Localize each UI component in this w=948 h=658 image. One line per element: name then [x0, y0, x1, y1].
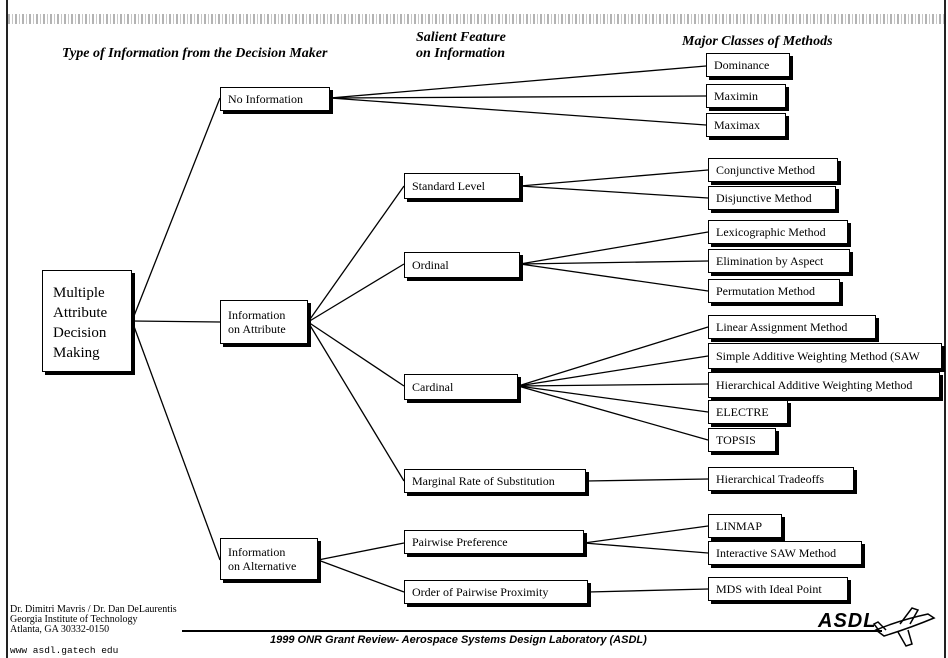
method-simple-additive-weighting: Simple Additive Weighting Method (SAW: [708, 343, 942, 369]
method-lexicographic: Lexicographic Method: [708, 220, 848, 244]
edge-cardinal-electre: [517, 385, 709, 413]
method-mds-ideal-point: MDS with Ideal Point: [708, 577, 848, 601]
method-linear-assignment: Linear Assignment Method: [708, 315, 876, 339]
node-pairwise-preference: Pairwise Preference: [404, 530, 584, 554]
node-standard-level: Standard Level: [404, 173, 520, 199]
footer-rule: [182, 630, 882, 632]
footer-website: www asdl.gatech edu: [10, 645, 119, 656]
edge-standard-disjunctive: [519, 185, 709, 199]
method-hierarchical-additive-weighting: Hierarchical Additive Weighting Method: [708, 372, 940, 398]
method-linmap: LINMAP: [708, 514, 782, 538]
edge-cardinal-saw: [517, 355, 709, 387]
header-type-of-information: Type of Information from the Decision Ma…: [62, 46, 328, 61]
edge-root-attr: [131, 320, 221, 323]
node-marginal-rate: Marginal Rate of Substitution: [404, 469, 586, 493]
header-salient-feature: Salient Feature on Information: [416, 30, 506, 61]
method-electre: ELECTRE: [708, 400, 788, 424]
method-hierarchical-tradeoffs: Hierarchical Tradeoffs: [708, 467, 854, 491]
airplane-logo-icon: [872, 607, 936, 647]
edge-attr-marginal: [307, 321, 405, 482]
edge-cardinal-topsis: [517, 385, 709, 441]
edge-ordinal-lex: [519, 231, 709, 265]
edge-cardinal-hsaw: [517, 383, 709, 387]
root-mcdm-box: Multiple Attribute Decision Making: [42, 270, 132, 372]
node-cardinal: Cardinal: [404, 374, 518, 400]
method-interactive-saw: Interactive SAW Method: [708, 541, 862, 565]
edge-cardinal-linear: [517, 326, 709, 387]
edge-proximity-mds: [587, 588, 709, 593]
edge-attr-cardinal: [307, 321, 405, 387]
edge-noinfo-dominance: [329, 65, 707, 99]
method-maximax: Maximax: [706, 113, 786, 137]
edge-pairwise-isaw: [583, 542, 709, 554]
edge-attr-standard: [307, 185, 405, 323]
edge-noinfo-maximax: [329, 97, 707, 126]
edge-attr-ordinal: [307, 263, 405, 323]
node-information-on-attribute: Information on Attribute: [220, 300, 308, 344]
method-elimination-by-aspect: Elimination by Aspect: [708, 249, 850, 273]
footer-authors: Dr. Dimitri Mavris / Dr. Dan DeLaurentis…: [10, 604, 177, 635]
method-maximin: Maximin: [706, 84, 786, 108]
edge-ordinal-perm: [519, 263, 709, 292]
asdl-logo: ASDL: [818, 610, 877, 632]
node-ordinal: Ordinal: [404, 252, 520, 278]
node-no-information: No Information: [220, 87, 330, 111]
edge-pairwise-linmap: [583, 525, 709, 544]
frame-left-border: [6, 0, 8, 658]
method-topsis: TOPSIS: [708, 428, 776, 452]
edge-noinfo-maximin: [329, 95, 707, 99]
method-disjunctive: Disjunctive Method: [708, 186, 836, 210]
method-dominance: Dominance: [706, 53, 790, 77]
frame-right-border: [944, 0, 946, 658]
edge-root-noinfo: [131, 97, 221, 322]
node-information-on-alternative: Information on Alternative: [220, 538, 318, 580]
edge-marginal-tradeoffs: [585, 478, 709, 482]
edge-root-alt: [131, 320, 221, 561]
edge-ordinal-elim: [519, 260, 709, 265]
method-permutation: Permutation Method: [708, 279, 840, 303]
footer-caption: 1999 ONR Grant Review- Aerospace Systems…: [270, 634, 647, 646]
header-hatch-band: [8, 14, 944, 24]
edge-alt-pairwise: [317, 542, 405, 561]
node-order-pairwise-proximity: Order of Pairwise Proximity: [404, 580, 588, 604]
header-major-classes: Major Classes of Methods: [682, 34, 833, 49]
method-conjunctive: Conjunctive Method: [708, 158, 838, 182]
edge-alt-proximity: [317, 559, 405, 593]
edge-standard-conjunctive: [519, 169, 709, 187]
